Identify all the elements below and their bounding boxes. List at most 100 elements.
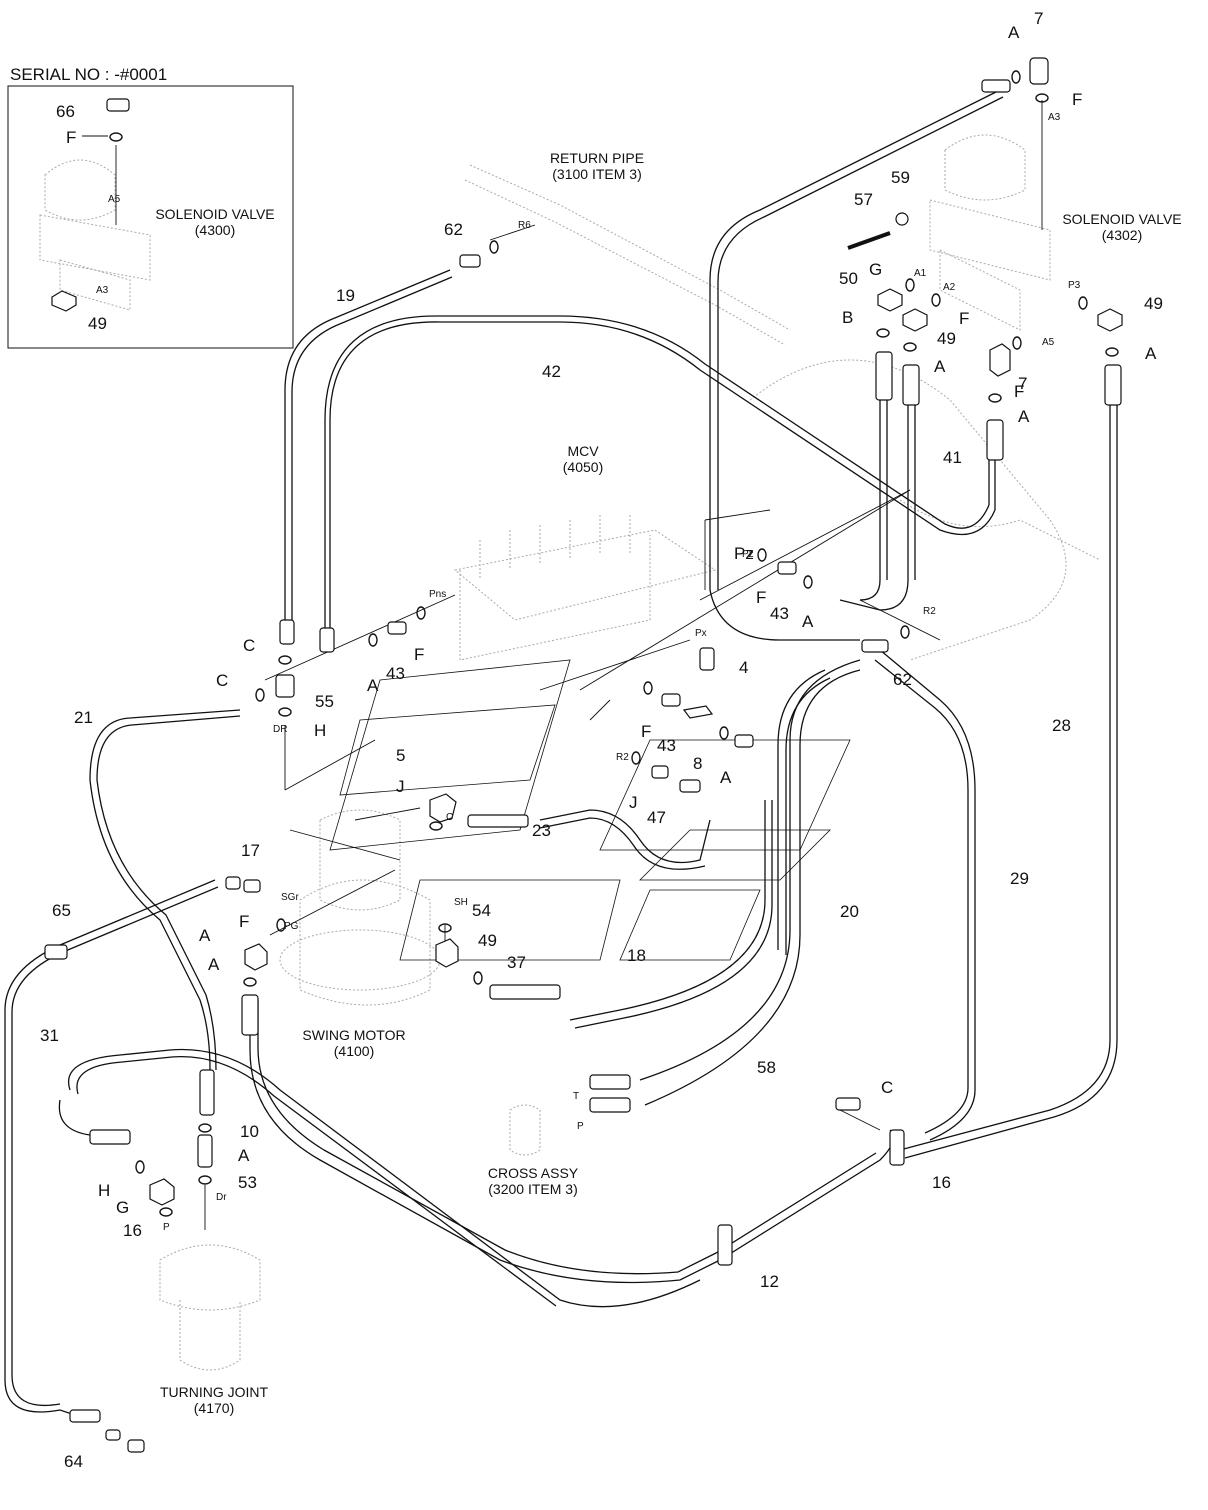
mcv-code: (4050): [563, 459, 603, 475]
port-label: T: [573, 1091, 579, 1102]
callout-label: 49: [937, 329, 956, 348]
fittings: [44, 57, 1123, 1453]
callout-label: 55: [315, 692, 334, 711]
callout-label: 21: [74, 708, 93, 727]
turning-joint-code: (4170): [194, 1400, 234, 1416]
callout-label: 59: [891, 168, 910, 187]
callout-label: H: [98, 1181, 110, 1200]
port-label: A1: [914, 268, 927, 279]
hose-lines: [4, 89, 1118, 1421]
callout-label: 58: [757, 1058, 776, 1077]
callout-label: 12: [760, 1272, 779, 1291]
callout-label: A: [1008, 23, 1020, 42]
callout-label: 62: [444, 220, 463, 239]
callout-label: 49: [1144, 294, 1163, 313]
callout-label: 57: [854, 190, 873, 209]
port-label: A5: [1042, 337, 1055, 348]
port-label: A5: [108, 194, 121, 205]
turning-joint-name: TURNING JOINT: [160, 1384, 269, 1400]
solenoid-4300-code: (4300): [195, 222, 235, 238]
port-label: Dr: [216, 1192, 227, 1203]
callout-label: 50: [839, 269, 858, 288]
callout-label: 16: [932, 1173, 951, 1192]
callout-label: 53: [238, 1173, 257, 1192]
port-label: A3: [1048, 112, 1061, 123]
inset-box: [7, 85, 294, 349]
callout-label: F: [239, 912, 249, 931]
cross-assy-code: (3200 ITEM 3): [488, 1181, 577, 1197]
callout-label: F: [414, 645, 424, 664]
callout-label: 7: [1034, 9, 1043, 28]
ghost-components: [159, 134, 1101, 1371]
leader-lines: [82, 100, 1043, 1230]
callout-label: 19: [336, 286, 355, 305]
port-label: PG: [284, 921, 299, 932]
callout-label: 31: [40, 1026, 59, 1045]
o-rings: [109, 70, 1119, 1217]
callout-label: 43: [657, 736, 676, 755]
port-label: R2: [923, 606, 936, 617]
callout-label: G: [869, 260, 882, 279]
port-label: SGr: [281, 892, 299, 903]
callout-label: 42: [542, 362, 561, 381]
callout-label: 10: [240, 1122, 259, 1141]
callout-label: 43: [770, 604, 789, 623]
solenoid-4302-code: (4302): [1102, 227, 1142, 243]
callout-label: 17: [241, 841, 260, 860]
callout-label: F: [66, 128, 76, 147]
callout-label: F: [756, 588, 766, 607]
callout-label: F: [1072, 90, 1082, 109]
callout-label: 20: [840, 902, 859, 921]
callout-label: 41: [943, 448, 962, 467]
callout-label: H: [314, 721, 326, 740]
cross-assy-name: CROSS ASSY: [488, 1165, 579, 1181]
callout-label: A: [367, 676, 379, 695]
callout-label: J: [396, 777, 405, 796]
callout-label: A: [1145, 344, 1157, 363]
port-label: P: [577, 1121, 584, 1132]
callout-label: 43: [386, 664, 405, 683]
callout-label: 65: [52, 901, 71, 920]
return-pipe-name: RETURN PIPE: [550, 150, 644, 166]
callout-label: A: [934, 357, 946, 376]
port-label: SH: [454, 897, 468, 908]
port-label: P: [163, 1222, 170, 1233]
solenoid-4300-name: SOLENOID VALVE: [155, 206, 274, 222]
callout-label: 7: [1018, 374, 1027, 393]
callout-label: 4: [739, 658, 748, 677]
port-label: Pz: [742, 549, 754, 560]
callout-label: 49: [478, 931, 497, 950]
inset-ghost-valve: [39, 159, 151, 311]
callout-label: 54: [472, 901, 491, 920]
callout-label: 62: [893, 670, 912, 689]
callout-label: J: [629, 793, 638, 812]
return-pipe-code: (3100 ITEM 3): [552, 166, 641, 182]
callout-label: C: [881, 1078, 893, 1097]
port-label: R6: [518, 220, 531, 231]
serial-number: SERIAL NO : -#0001: [10, 65, 167, 84]
callout-label: 37: [507, 953, 526, 972]
callout-label: 49: [88, 314, 107, 333]
callout-label: Pz: [734, 544, 754, 563]
callout-label: 8: [693, 754, 702, 773]
callout-label: F: [959, 309, 969, 328]
solenoid-4302-name: SOLENOID VALVE: [1062, 211, 1181, 227]
callout-label: 66: [56, 102, 75, 121]
callout-label: F: [641, 722, 651, 741]
callout-label: A: [720, 768, 732, 787]
callout-label: A: [208, 955, 220, 974]
callout-label: A: [199, 926, 211, 945]
callout-label: 16: [123, 1221, 142, 1240]
callout-label: F: [1014, 382, 1024, 401]
port-label: Pns: [429, 589, 446, 600]
component-labels: SOLENOID VALVE (4300) RETURN PIPE (3100 …: [155, 150, 1181, 1416]
port-label: A3: [96, 285, 109, 296]
port-label: DR: [273, 724, 287, 735]
callout-label: A: [802, 612, 814, 631]
callout-label: A: [238, 1146, 250, 1165]
callout-label: 28: [1052, 716, 1071, 735]
port-label: Px: [695, 628, 707, 639]
